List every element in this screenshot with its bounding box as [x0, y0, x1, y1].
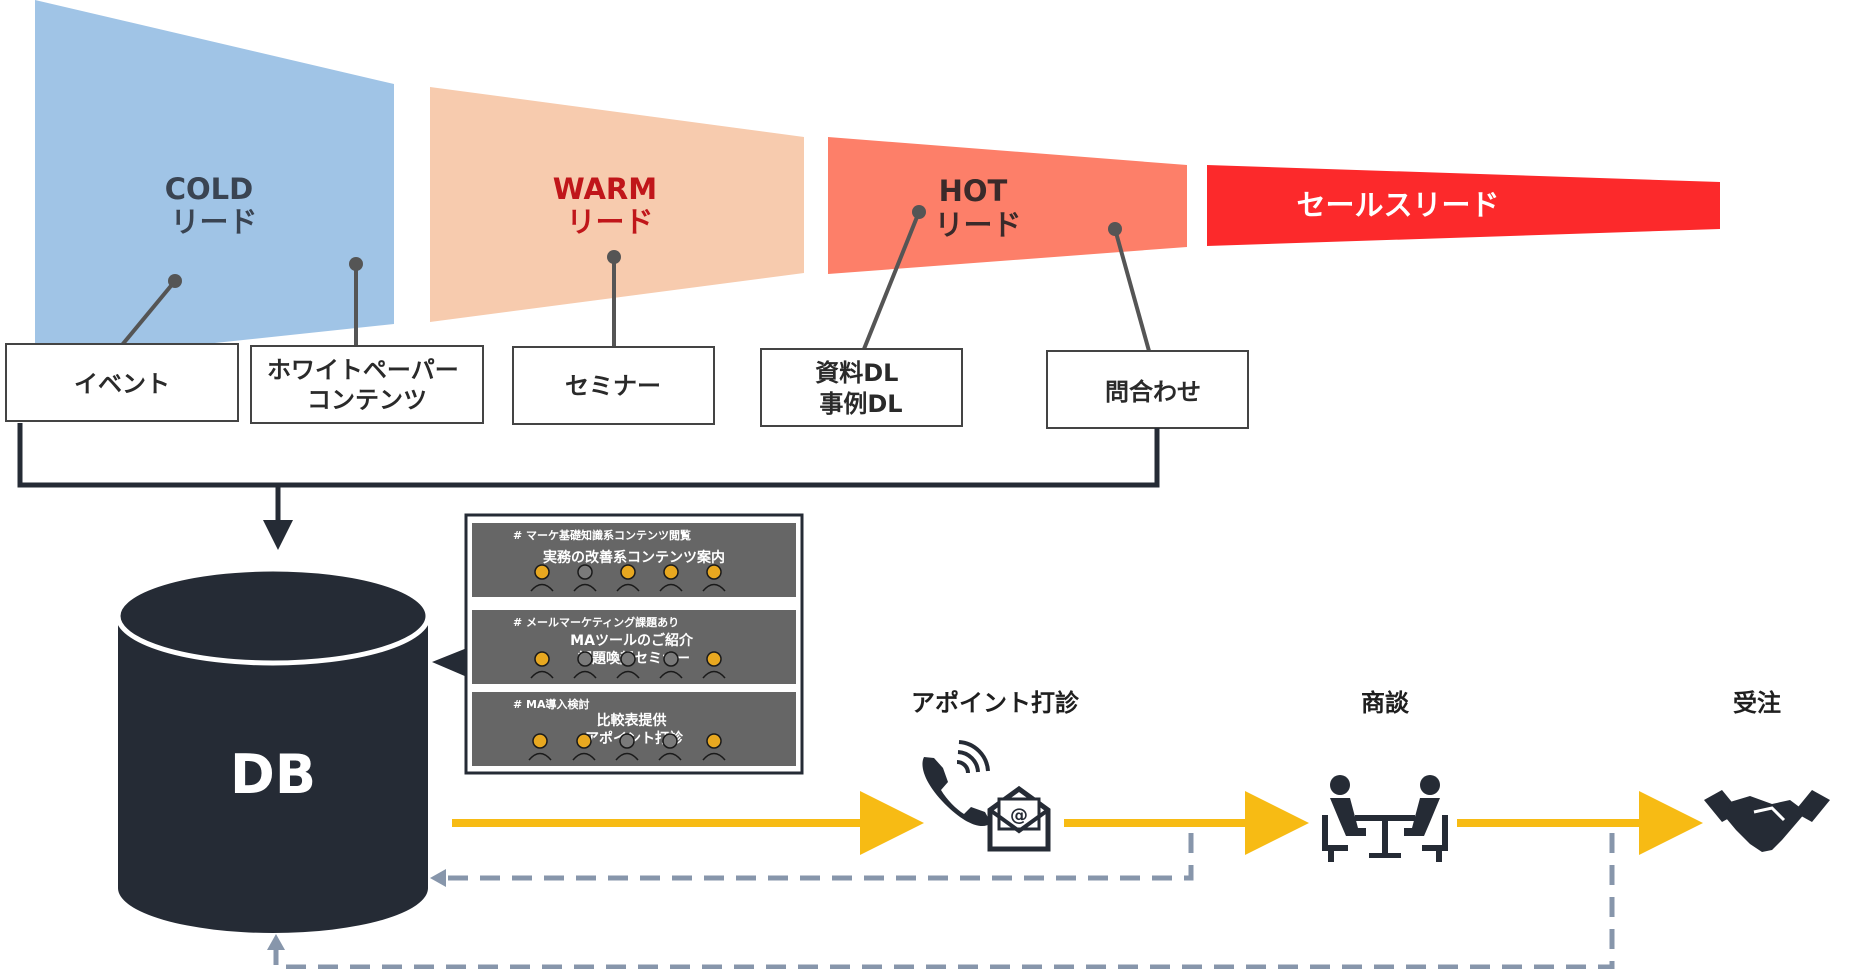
feedback-arrowhead	[267, 934, 285, 950]
segment-tag: # メールマーケティング課題あり	[513, 615, 679, 629]
touchpoints: イベント ホワイトペーパー コンテンツ セミナー 資料DL 事例DL	[5, 343, 1249, 429]
database: DB	[115, 566, 431, 933]
funnel-stage-hot: HOT リード	[828, 137, 1187, 274]
funnel-stage-warm: WARM リード	[430, 87, 804, 322]
collect-connector	[17, 423, 1160, 550]
process-flow: アポイント打診 商談 受注 @	[267, 689, 1830, 969]
process-label-appointment: アポイント打診	[911, 689, 1080, 717]
funnel-shape-hot	[828, 137, 1187, 274]
funnel: COLD リード WARM リード HOT リード セールスリード	[35, 0, 1720, 362]
funnel-shape-sales	[1207, 165, 1720, 246]
touchpoint-download: 資料DL 事例DL	[760, 348, 963, 427]
meeting-icon	[1322, 775, 1448, 862]
touchpoint-label-seminar: セミナー	[565, 372, 661, 400]
phone-mail-icon: @	[922, 740, 1051, 852]
touchpoint-seminar: セミナー	[512, 346, 715, 425]
database-label: DB	[230, 743, 316, 806]
segment-row: # マーケ基礎知識系コンテンツ閲覧 実務の改善系コンテンツ案内	[472, 523, 796, 597]
touchpoint-inquiry: 問合わせ	[1046, 350, 1249, 429]
touchpoint-label-whitepaper: ホワイトペーパー コンテンツ	[267, 356, 467, 414]
funnel-shape-warm	[430, 87, 804, 322]
touchpoint-whitepaper: ホワイトペーパー コンテンツ	[250, 345, 484, 424]
segment-row: # メールマーケティング課題あり MAツールのご紹介 課題喚起セミナー	[472, 610, 796, 684]
database-top	[115, 566, 431, 666]
funnel-stage-cold: COLD リード	[35, 0, 394, 362]
segment-action: 実務の改善系コンテンツ案内	[543, 549, 725, 566]
segment-tag: # マーケ基礎知識系コンテンツ閲覧	[513, 528, 691, 542]
touchpoint-label-inquiry: 問合わせ	[1105, 378, 1201, 406]
stage-label-sales: セールスリード	[1296, 188, 1499, 222]
segment-panel: # マーケ基礎知識系コンテンツ閲覧 実務の改善系コンテンツ案内 # メールマーケ…	[432, 513, 804, 775]
callout-pointer	[432, 648, 467, 677]
feedback-arrow	[440, 833, 1194, 881]
touchpoint-label-event: イベント	[74, 370, 170, 398]
persona-icons	[530, 651, 726, 679]
process-label-order: 受注	[1733, 689, 1781, 717]
svg-text:@: @	[1010, 805, 1028, 826]
persona-icons	[530, 564, 726, 592]
funnel-stage-sales: セールスリード	[1207, 165, 1720, 246]
feedback-arrow	[273, 833, 1615, 969]
process-label-negotiation: 商談	[1361, 689, 1410, 717]
persona-icons	[528, 733, 726, 761]
handshake-icon	[1704, 790, 1830, 852]
segment-action: 比較表提供 アポイント打診	[585, 712, 684, 747]
segment-row: # MA導入検討 比較表提供 アポイント打診	[472, 692, 796, 766]
feedback-arrowhead	[430, 869, 446, 887]
leader-lines	[120, 205, 1151, 357]
stage-label-hot: HOT リード	[934, 174, 1021, 242]
feedback-arrows	[273, 833, 1615, 969]
funnel-shape-cold	[35, 0, 394, 362]
stage-label-cold: COLD リード	[165, 172, 264, 239]
touchpoint-label-download: 資料DL 事例DL	[815, 359, 907, 418]
database-body	[118, 616, 428, 933]
segment-tag: # MA導入検討	[513, 697, 590, 711]
stage-label-warm: WARM リード	[553, 172, 667, 239]
touchpoint-event: イベント	[5, 343, 239, 422]
